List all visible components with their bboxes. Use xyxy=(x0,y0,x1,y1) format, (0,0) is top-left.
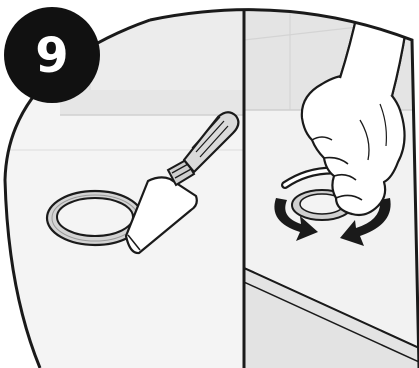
right-panel xyxy=(244,0,419,368)
step-number: 9 xyxy=(35,28,68,84)
step-badge: 9 xyxy=(4,7,100,103)
